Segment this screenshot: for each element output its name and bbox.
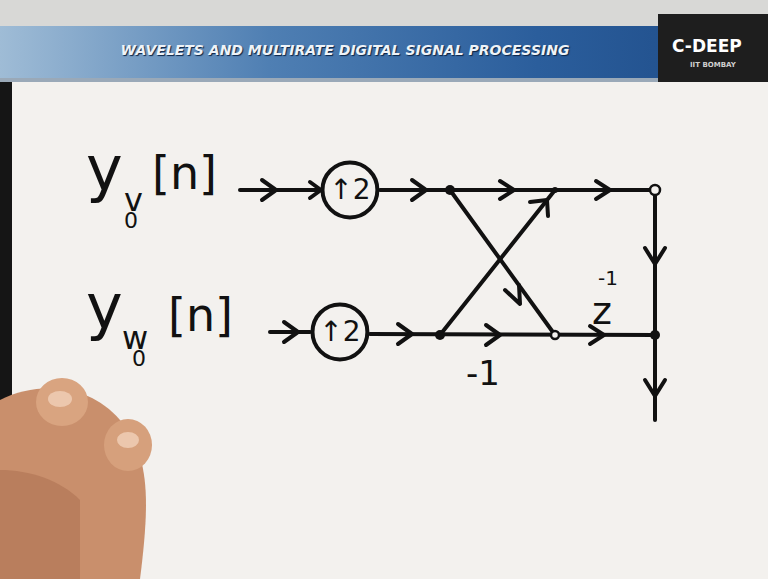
arrow-head: [596, 181, 610, 199]
wire: [240, 188, 320, 192]
junction-dot: [445, 185, 455, 195]
wire: [270, 330, 310, 334]
signal-index: [n]: [152, 150, 217, 196]
signal-name: y: [86, 276, 123, 338]
arrow-head: [505, 285, 520, 304]
logo-subtext: IIT BOMBAY: [690, 62, 736, 69]
circle-shape: [313, 305, 368, 360]
signal-index: [n]: [168, 292, 233, 338]
upsampler-factor: ↑2: [319, 318, 360, 346]
junction-dot: [551, 331, 559, 339]
banner-edge: [0, 78, 768, 82]
junction-dot: [650, 330, 660, 340]
junction-dot: [650, 185, 660, 195]
circle-shape: [323, 163, 378, 218]
arrow-head: [500, 181, 514, 199]
wire: [450, 190, 555, 335]
delay-exponent: -1: [598, 268, 618, 288]
gain-label: -1: [466, 356, 500, 390]
presenter-hand: [0, 378, 152, 579]
signal-subscript: 0: [124, 210, 138, 232]
arrow-head: [486, 325, 500, 345]
delay-label: z: [592, 292, 612, 330]
logo-text: C-DEEP: [672, 38, 742, 55]
arrow-head: [645, 248, 665, 264]
arrow-head: [412, 180, 426, 200]
upsampler-circle: ↑2: [310, 302, 370, 362]
junction-dot: [435, 330, 445, 340]
arrow-head: [645, 380, 665, 396]
upsampler-circle: ↑2: [320, 160, 380, 220]
wire: [653, 190, 657, 420]
top-strip: [0, 0, 768, 26]
wire: [440, 190, 555, 335]
banner-band: [0, 26, 768, 80]
junction-dot: [552, 187, 558, 193]
banner-title: WAVELETS AND MULTIRATE DIGITAL SIGNAL PR…: [121, 43, 570, 57]
arrow-head: [262, 180, 276, 200]
arrow-head: [398, 324, 412, 344]
logo-box: [658, 14, 768, 82]
arrow-head: [310, 182, 321, 198]
arrow-head: [284, 322, 298, 342]
upsampler-factor: ↑2: [329, 176, 370, 204]
signal-name: y: [86, 138, 123, 200]
arrow-head: [530, 200, 548, 216]
signal-subscript: 0: [132, 348, 146, 370]
